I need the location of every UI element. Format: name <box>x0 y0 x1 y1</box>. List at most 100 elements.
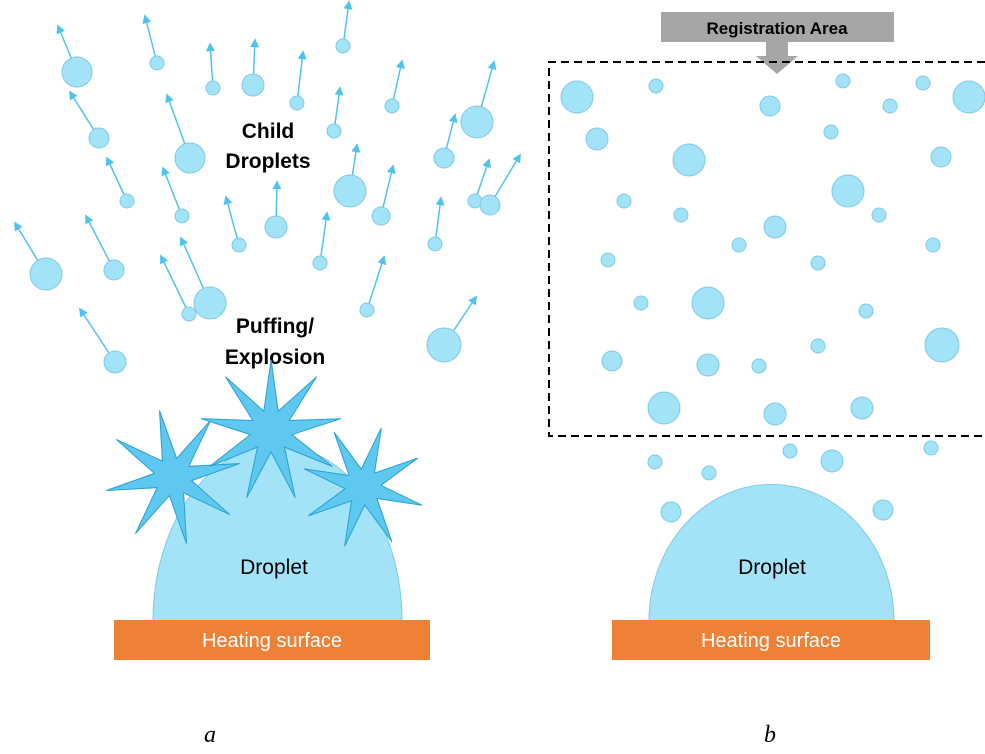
panel-letter-b: b <box>764 722 776 748</box>
registered-droplet <box>925 237 941 253</box>
trajectory-arrow <box>142 14 158 64</box>
registered-droplet <box>560 80 594 114</box>
registered-droplet <box>648 78 664 94</box>
registered-droplet <box>924 327 960 363</box>
registered-droplet <box>871 207 887 223</box>
child-droplet <box>312 255 328 271</box>
registered-droplet <box>647 391 681 425</box>
registered-droplet <box>600 252 616 268</box>
registered-droplet <box>601 350 623 372</box>
registration-area-frame <box>548 61 985 437</box>
registered-droplet <box>782 443 798 459</box>
child-droplet <box>88 127 110 149</box>
heating-surface-a <box>114 620 430 660</box>
child-droplet <box>103 350 127 374</box>
child-droplet <box>371 206 391 226</box>
registered-droplet <box>763 215 787 239</box>
trajectory-arrow <box>160 254 190 315</box>
explosion-star-center <box>200 359 342 498</box>
child-droplet <box>231 237 247 253</box>
registered-droplet <box>633 295 649 311</box>
explosion-star-right <box>303 427 423 547</box>
child-droplet <box>149 55 165 71</box>
registered-droplet <box>850 396 874 420</box>
child-droplet <box>193 286 227 320</box>
trajectory-arrow <box>161 166 183 217</box>
trajectory-arrow <box>296 50 307 104</box>
child-droplet <box>174 142 206 174</box>
registered-droplet <box>751 358 767 374</box>
child-droplet <box>174 208 190 224</box>
child-droplet <box>264 215 288 239</box>
registered-droplet <box>923 440 939 456</box>
child-droplet <box>29 257 63 291</box>
heating-surface-b <box>612 620 930 660</box>
trajectory-arrow <box>434 196 445 245</box>
registered-droplet <box>696 353 720 377</box>
child-droplet <box>359 302 375 318</box>
droplet-label-b: Droplet <box>738 556 806 579</box>
registered-droplet <box>930 146 952 168</box>
heating-surface-label-b: Heating surface <box>701 630 841 652</box>
registered-droplet <box>858 303 874 319</box>
registered-droplet <box>691 286 725 320</box>
trajectory-arrow <box>319 211 331 264</box>
trajectory-arrow <box>366 255 387 311</box>
panel-a: Child Droplets Puffing/ Explosion Drople… <box>14 0 521 748</box>
child-droplet <box>289 95 305 111</box>
registered-droplet <box>759 95 781 117</box>
registered-droplet <box>585 127 609 151</box>
child-droplets-label-2: Droplets <box>225 150 310 173</box>
registration-area-label: Registration Area <box>706 19 848 38</box>
trajectory-arrow <box>391 59 405 107</box>
puffing-label-2: Explosion <box>225 346 325 369</box>
child-droplet <box>205 80 221 96</box>
child-droplet <box>241 73 265 97</box>
trajectory-arrow <box>105 156 128 202</box>
child-droplet <box>335 38 351 54</box>
registration-area-box <box>661 12 894 42</box>
droplet-label-a: Droplet <box>240 556 308 579</box>
registered-droplet <box>831 174 865 208</box>
registered-droplet <box>823 124 839 140</box>
child-droplet <box>181 306 197 322</box>
child-droplets-label-1: Child <box>242 120 295 143</box>
registered-droplet <box>673 207 689 223</box>
child-droplet <box>61 56 93 88</box>
registered-droplet <box>882 98 898 114</box>
child-droplet <box>479 194 501 216</box>
registered-droplets <box>560 73 985 523</box>
child-droplet <box>333 174 367 208</box>
child-droplet <box>119 193 135 209</box>
panel-letter-a: a <box>204 722 216 748</box>
registration-arrow-shaft <box>766 42 788 56</box>
child-droplet <box>103 259 125 281</box>
registered-droplet <box>820 449 844 473</box>
registered-droplet <box>872 499 894 521</box>
registration-arrow-head <box>756 56 798 74</box>
trajectory-arrow <box>223 195 240 246</box>
panel-b: Registration Area Droplet Heating surfac… <box>548 12 985 748</box>
child-droplet <box>433 147 455 169</box>
child-droplet <box>426 327 462 363</box>
registered-droplet <box>810 338 826 354</box>
child-droplets-with-arrows <box>14 0 521 374</box>
registered-droplet <box>763 402 787 426</box>
registered-droplet <box>952 80 985 114</box>
puffing-label-1: Puffing/ <box>236 315 314 338</box>
registered-droplet <box>672 143 706 177</box>
child-droplet <box>384 98 400 114</box>
explosion-star-left <box>106 410 240 544</box>
heating-surface-label-a: Heating surface <box>202 630 342 652</box>
registered-droplet <box>731 237 747 253</box>
registered-droplet <box>660 501 682 523</box>
child-droplet <box>460 105 494 139</box>
main-droplet-b <box>648 484 895 622</box>
registered-droplet <box>810 255 826 271</box>
child-droplet <box>427 236 443 252</box>
registered-droplet <box>647 454 663 470</box>
registered-droplet <box>616 193 632 209</box>
registered-droplet <box>915 75 931 91</box>
